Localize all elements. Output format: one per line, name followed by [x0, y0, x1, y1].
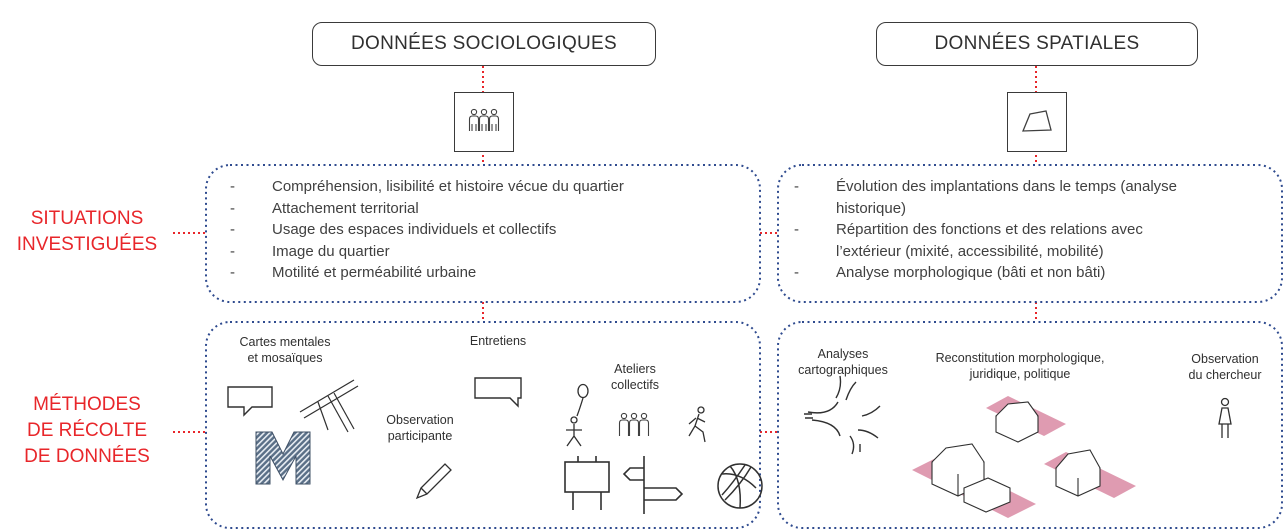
methods-spa-border: [777, 321, 1283, 529]
list-item-line: historique): [836, 199, 907, 217]
method-label-line: Observation: [386, 413, 454, 427]
list-item: Analyse morphologique (bâti et non bâti): [778, 262, 1278, 284]
method-observer-label: Observation du chercheur: [1170, 351, 1280, 383]
list-item: Attachement territorial: [214, 198, 754, 220]
row-label-situations: SITUATIONS INVESTIGUÉES: [2, 206, 172, 258]
observer-person-icon: [1218, 397, 1232, 438]
list-item-line: l’extérieur (mixité, accessibilité, mobi…: [836, 242, 1104, 260]
method-label-line: participante: [387, 429, 453, 443]
method-workshops-label: Ateliers collectifs: [590, 361, 680, 393]
header-sociological-text: DONNÉES SOCIOLOGIQUES: [350, 33, 618, 54]
situations-sociological-list: Compréhension, lisibilité et histoire vé…: [214, 176, 754, 284]
list-item: Évolution des implantations dans le temp…: [778, 176, 1278, 219]
signboard-icon: [564, 456, 610, 510]
situations-soc-border: [205, 164, 761, 303]
row-label-methods-line1: MÉTHODES: [33, 394, 141, 415]
header-sociological: DONNÉES SOCIOLOGIQUES: [312, 22, 656, 66]
people-group-icon: [618, 412, 650, 436]
method-cartographic-label: Analyses cartographiques: [778, 346, 908, 378]
methods-soc-border: [205, 321, 761, 529]
method-label-line: Cartes mentales: [239, 335, 331, 349]
list-item: Compréhension, lisibilité et histoire vé…: [214, 176, 754, 198]
method-label-line: Entretiens: [469, 334, 527, 348]
street-crossing-icon: [299, 379, 359, 433]
situations-spa-border: [777, 164, 1283, 303]
header-spatial-text: DONNÉES SPATIALES: [934, 33, 1140, 54]
method-label-line: Reconstitution morphologique,: [935, 351, 1105, 365]
walking-person-icon: [688, 406, 706, 443]
situations-spatial-list: Évolution des implantations dans le temp…: [778, 176, 1278, 284]
people-group-icon: [454, 92, 514, 152]
row-label-situations-line2: INVESTIGUÉES: [16, 234, 158, 255]
method-label-line: Observation: [1191, 352, 1259, 366]
quadrilateral-shape-icon: [1007, 92, 1067, 152]
list-item-line: Répartition des fonctions et des relatio…: [836, 221, 1143, 238]
row-label-methods-line3: DE DONNÉES: [24, 446, 150, 467]
speech-bubble-icon: [227, 386, 273, 417]
method-label-line: juridique, politique: [969, 367, 1071, 381]
method-label-line: cartographiques: [798, 363, 888, 377]
list-item-line: Analyse morphologique (bâti et non bâti): [836, 264, 1106, 281]
striped-m-icon: [255, 431, 311, 485]
list-item: Motilité et perméabilité urbaine: [214, 262, 754, 284]
morphological-buildings-icon: [912, 396, 1136, 518]
list-item-line: Évolution des implantations dans le temp…: [836, 178, 1178, 195]
row-label-situations-line1: SITUATIONS: [30, 208, 144, 229]
speech-bubble-icon: [474, 377, 522, 408]
method-mental-maps-label: Cartes mentales et mosaïques: [230, 334, 340, 366]
method-label-line: du chercheur: [1188, 368, 1262, 382]
list-item: Image du quartier: [214, 241, 754, 263]
pencil-icon: [415, 463, 452, 500]
method-participant-observation-label: Observation participante: [370, 412, 470, 444]
method-interviews-label: Entretiens: [448, 333, 548, 349]
method-label-line: et mosaïques: [247, 351, 323, 365]
list-item: Usage des espaces individuels et collect…: [214, 219, 754, 241]
method-label-line: Ateliers: [614, 362, 656, 376]
header-spatial: DONNÉES SPATIALES: [876, 22, 1198, 66]
row-label-methods: MÉTHODES DE RÉCOLTE DE DONNÉES: [2, 392, 172, 470]
map-intersection-icon: [804, 375, 881, 455]
balloon-person-icon: [566, 383, 589, 447]
row-label-methods-line2: DE RÉCOLTE: [26, 420, 147, 441]
method-label-line: collectifs: [611, 378, 659, 392]
signpost-icon: [622, 456, 684, 514]
list-item: Répartition des fonctions et des relatio…: [778, 219, 1278, 262]
method-reconstitution-label: Reconstitution morphologique, juridique,…: [920, 350, 1120, 382]
ball-icon: [717, 463, 763, 509]
method-label-line: Analyses: [817, 347, 869, 361]
